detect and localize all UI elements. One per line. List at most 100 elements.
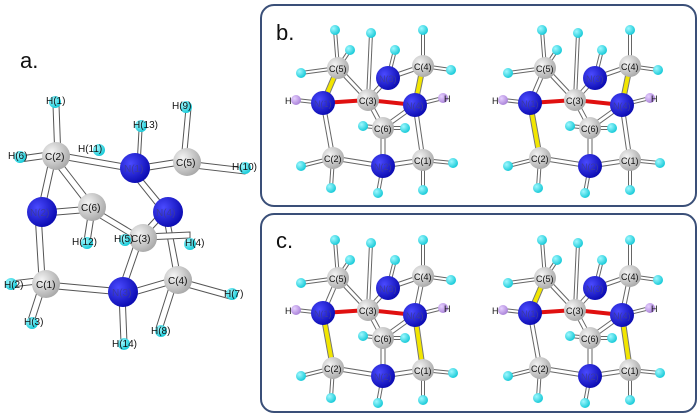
- hydrogen-atom: [418, 235, 428, 245]
- hydrogen-atom: [446, 65, 456, 75]
- hydrogen-atom-nh: [438, 303, 448, 313]
- atom-label: H: [651, 94, 658, 104]
- nitrogen-atom: [583, 276, 607, 300]
- atom-label: H(8): [151, 326, 170, 337]
- nitrogen-atom: [518, 301, 542, 325]
- hydrogen-atom: [345, 45, 355, 55]
- carbon-atom: [322, 357, 344, 379]
- molecule-1: C(5)C(4)N(1)C(3)N(3)N(4)C(6)C(2)N(2)C(1)…: [285, 25, 458, 198]
- carbon-atom: [534, 267, 556, 289]
- carbon-atom: [564, 299, 586, 321]
- hydrogen-atom: [326, 183, 336, 193]
- atom-label: H: [492, 96, 499, 106]
- hydrogen-atom: [503, 278, 513, 288]
- atom-label: C(6): [581, 124, 599, 134]
- hydrogen-atom: [366, 28, 376, 38]
- nitrogen-atom: [153, 197, 183, 227]
- atom-label: N(2): [581, 372, 599, 382]
- hydrogen-atom: [226, 288, 238, 300]
- atom-label: H(3): [24, 317, 43, 328]
- carbon-atom: [412, 149, 434, 171]
- atom-label: C(3): [566, 306, 584, 316]
- atom-label: C(1): [414, 156, 432, 166]
- hydrogen-atom: [503, 371, 513, 381]
- atom-label: H(10): [232, 162, 257, 173]
- panel-c-label: c.: [276, 228, 294, 253]
- carbon-atom: [412, 265, 434, 287]
- atom-label: N(2): [581, 162, 599, 172]
- hydrogen-atom: [537, 25, 547, 35]
- atom-label: C(5): [329, 64, 347, 74]
- hydrogen-atom-nh: [645, 303, 655, 313]
- atom-label: H(14): [112, 339, 137, 350]
- molecule-2: C(5)C(4)N(1)C(3)N(3)N(4)C(6)C(2)N(2)C(1)…: [492, 25, 665, 198]
- hydrogen-atom: [390, 45, 400, 55]
- atom-label: C(6): [374, 124, 392, 134]
- carbon-atom: [327, 267, 349, 289]
- carbon-atom: [78, 193, 106, 221]
- carbon-atom: [619, 265, 641, 287]
- nitrogen-atom: [311, 91, 335, 115]
- atom-label: C(2): [45, 152, 64, 163]
- hydrogen-atom: [448, 368, 458, 378]
- hydrogen-atom: [330, 235, 340, 245]
- atom-label: H: [285, 96, 292, 106]
- atom-label: H(12): [72, 237, 97, 248]
- panel-a-label: a.: [20, 48, 39, 73]
- atom-label: N(4): [156, 208, 175, 219]
- hydrogen-atom: [296, 371, 306, 381]
- nitrogen-atom: [403, 93, 427, 117]
- atom-label: H(1): [46, 96, 65, 107]
- hydrogen-atom: [580, 188, 590, 198]
- hydrogen-atom: [655, 158, 665, 168]
- nitrogen-atom: [403, 303, 427, 327]
- nitrogen-atom: [27, 197, 57, 227]
- atom-label: C(4): [621, 272, 639, 282]
- nitrogen-atom: [371, 364, 395, 388]
- hydrogen-atom: [358, 121, 368, 131]
- atom-label: C(4): [168, 276, 187, 287]
- molecule-a: H(1) H(6) C(2) H(11) H(13) H(9) N(1) C(5…: [4, 96, 257, 350]
- hydrogen-atom: [5, 278, 17, 290]
- atom-label: N(1): [521, 99, 539, 109]
- carbon-atom: [357, 299, 379, 321]
- atom-label: H(13): [133, 120, 158, 131]
- hydrogen-atom: [400, 123, 410, 133]
- nitrogen-atom: [120, 153, 150, 183]
- hydrogen-atom: [533, 183, 543, 193]
- hydrogen-atom: [345, 255, 355, 265]
- hydrogen-atom: [448, 158, 458, 168]
- hydrogen-atom: [49, 96, 61, 108]
- atom-label: C(4): [621, 62, 639, 72]
- hydrogen-atom: [330, 25, 340, 35]
- hydrogen-atom: [155, 325, 167, 337]
- atom-label: C(2): [531, 364, 549, 374]
- atom-label: N(3): [586, 74, 604, 84]
- hydrogen-atom: [653, 275, 663, 285]
- atom-label: H(9): [172, 101, 191, 112]
- hydrogen-atom: [597, 45, 607, 55]
- hydrogen-atom: [135, 120, 147, 132]
- atom-label: C(3): [359, 306, 377, 316]
- hydrogen-atom: [390, 255, 400, 265]
- carbon-atom: [129, 224, 157, 252]
- atom-label: C(5): [536, 64, 554, 74]
- hydrogen-atom: [625, 25, 635, 35]
- atom-label: C(6): [81, 203, 100, 214]
- carbon-atom: [412, 359, 434, 381]
- hydrogen-atom: [607, 333, 617, 343]
- hydrogen-atom: [180, 101, 192, 113]
- atom-label: C(1): [621, 156, 639, 166]
- hydrogen-atom-nh: [438, 93, 448, 103]
- atom-label: N(3): [112, 288, 131, 299]
- hydrogen-atom: [358, 331, 368, 341]
- carbon-atom: [173, 148, 201, 176]
- atom-label: C(3): [131, 234, 150, 245]
- atom-label: N(2): [374, 372, 392, 382]
- atom-label: C(3): [359, 96, 377, 106]
- atom-labels-a: H(1) H(6) C(2) H(11) H(13) H(9) N(1) C(5…: [4, 96, 257, 350]
- bond: [574, 242, 579, 311]
- hydrogen-atom-nh: [498, 305, 508, 315]
- atom-label: N(4): [406, 101, 424, 111]
